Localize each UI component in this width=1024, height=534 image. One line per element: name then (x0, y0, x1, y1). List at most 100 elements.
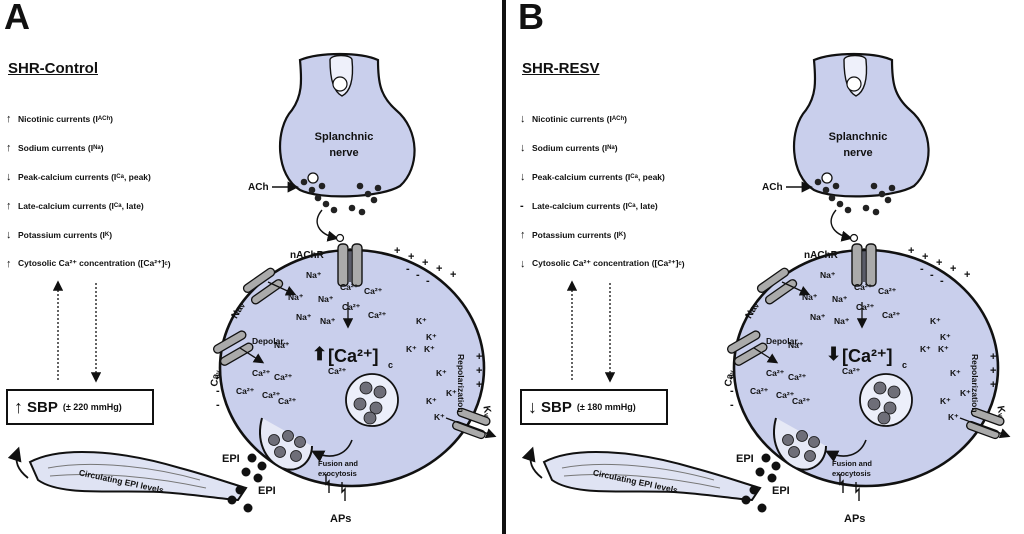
effect-tail: ) (167, 258, 171, 269)
effect-text: Nicotinic currents (I (532, 113, 612, 124)
epi-molecule (767, 473, 777, 483)
ca-change-arrow: ⬇ (826, 344, 841, 364)
ach-vesicle (814, 178, 822, 186)
docked-granule (808, 436, 820, 448)
membrane-charge: + (922, 251, 928, 263)
epi-label-2: EPI (772, 485, 790, 497)
membrane-charge: - (216, 385, 220, 397)
ach-vesicle (862, 204, 870, 212)
condition-title: SHR-RESV (522, 60, 600, 77)
na-ion: Na⁺ (274, 340, 290, 350)
membrane-charge: - (416, 269, 420, 281)
cav-channel (726, 330, 768, 366)
effect-tail: , peak) (637, 171, 665, 182)
effect-text: Sodium currents (I (18, 142, 94, 153)
nachr-label: nAChR (290, 250, 325, 261)
cytosolic-ca-label: [Ca²⁺] (328, 346, 379, 366)
k-ion: K⁺ (948, 412, 959, 422)
docked-granule (788, 446, 800, 458)
effect-subscript: c (164, 260, 168, 267)
effect-arrow: ↓ (6, 228, 12, 241)
panel-letter: A (4, 0, 30, 37)
effect-arrow: ↓ (520, 170, 526, 183)
membrane-charge: - (426, 275, 430, 287)
ca-ion: Ca²⁺ (788, 372, 807, 382)
membrane-charge: + (476, 365, 482, 377)
sbp-value: (± 180 mmHg) (576, 402, 636, 412)
action-potential-marks (839, 474, 860, 501)
docked-granule (282, 430, 294, 442)
ach-vesicle (832, 182, 840, 190)
ach-vesicle (314, 194, 322, 202)
ach-vesicle (884, 196, 892, 204)
exocytosis-arrow (825, 439, 867, 463)
effect-arrow: ↓ (520, 112, 526, 125)
ach-vesicle (318, 182, 326, 190)
effect-arrow: ↓ (520, 141, 526, 154)
ach-vesicle (300, 178, 308, 186)
docked-granule (294, 436, 306, 448)
chromaffin-cell: ++++++++------nAChRNaᵥCaᵥKᵥNa⁺Na⁺Na⁺Na⁺N… (209, 243, 497, 488)
cav-label: Caᵥ (723, 369, 737, 387)
cav-channel (212, 330, 254, 366)
blood-vessel: Circulating EPI levels (521, 446, 762, 502)
membrane-charge: - (730, 371, 734, 383)
membrane-charge: + (950, 263, 956, 275)
epi-molecule (757, 503, 767, 513)
effect-arrow: ↑ (520, 228, 526, 241)
epi-molecule (749, 485, 759, 495)
nachr-label: nAChR (804, 250, 839, 261)
fusion-label: Fusion and (318, 459, 358, 468)
docked-granule (782, 434, 794, 446)
membrane-charge: + (936, 257, 942, 269)
membrane-charge: + (408, 251, 414, 263)
ca-ion: Ca²⁺ (252, 368, 271, 378)
membrane-charge: + (990, 379, 996, 391)
effect-arrow: - (520, 199, 524, 212)
na-ion: Na⁺ (810, 312, 826, 322)
aps-label: APs (330, 513, 351, 525)
fusion-label: Fusion and (832, 459, 872, 468)
membrane-charge: + (476, 379, 482, 391)
ach-vesicle (322, 200, 330, 208)
effect-subscript: K (618, 231, 624, 238)
nerve-label-1: Splanchnic (315, 131, 374, 143)
cell-diagram: Circulating EPI levelsSplanchnicnerveACh… (7, 52, 497, 525)
kv-channel (966, 407, 1005, 440)
sbp-box: ↑SBP(± 220 mmHg) (6, 389, 154, 425)
effect-tail: ) (110, 113, 114, 124)
epi-molecule (243, 503, 253, 513)
epi-label-1: EPI (736, 453, 754, 465)
ach-vesicle (828, 194, 836, 202)
effect-text: Sodium currents (I (532, 142, 608, 153)
panel-divider (502, 0, 506, 534)
effect-text: Peak-calcium currents (I (532, 171, 631, 182)
sbp-arrow: ↑ (14, 396, 23, 417)
aps-label: APs (844, 513, 865, 525)
ca-ion: Ca²⁺ (878, 286, 897, 296)
ca-ion: Ca²⁺ (792, 396, 811, 406)
chromaffin-cell: ++++++++------nAChRNaᵥCaᵥKᵥNa⁺Na⁺Na⁺Na⁺N… (723, 243, 1011, 488)
ca-ion: Ca²⁺ (236, 386, 255, 396)
ach-vesicle (374, 184, 382, 192)
effect-subscript: Ca (630, 173, 638, 180)
effect-text: Potassium currents (I (18, 229, 105, 240)
ach-label: ACh (762, 182, 783, 193)
effect-tail: ) (624, 113, 628, 124)
effect-arrow: ↓ (6, 170, 12, 183)
blood-vessel: Circulating EPI levels (7, 446, 248, 502)
effect-subscript: Ca (113, 202, 122, 209)
ca-ion: Ca²⁺ (854, 282, 873, 292)
effect-tail: , peak) (123, 171, 151, 182)
effect-text: Nicotinic currents (I (18, 113, 98, 124)
exocytosis-label: exocytosis (832, 469, 871, 478)
effect-subscript: Na (607, 144, 615, 151)
effect-arrow: ↑ (6, 112, 12, 125)
repolarization-label: Repolarization (456, 354, 466, 413)
epi-label-1: EPI (222, 453, 240, 465)
